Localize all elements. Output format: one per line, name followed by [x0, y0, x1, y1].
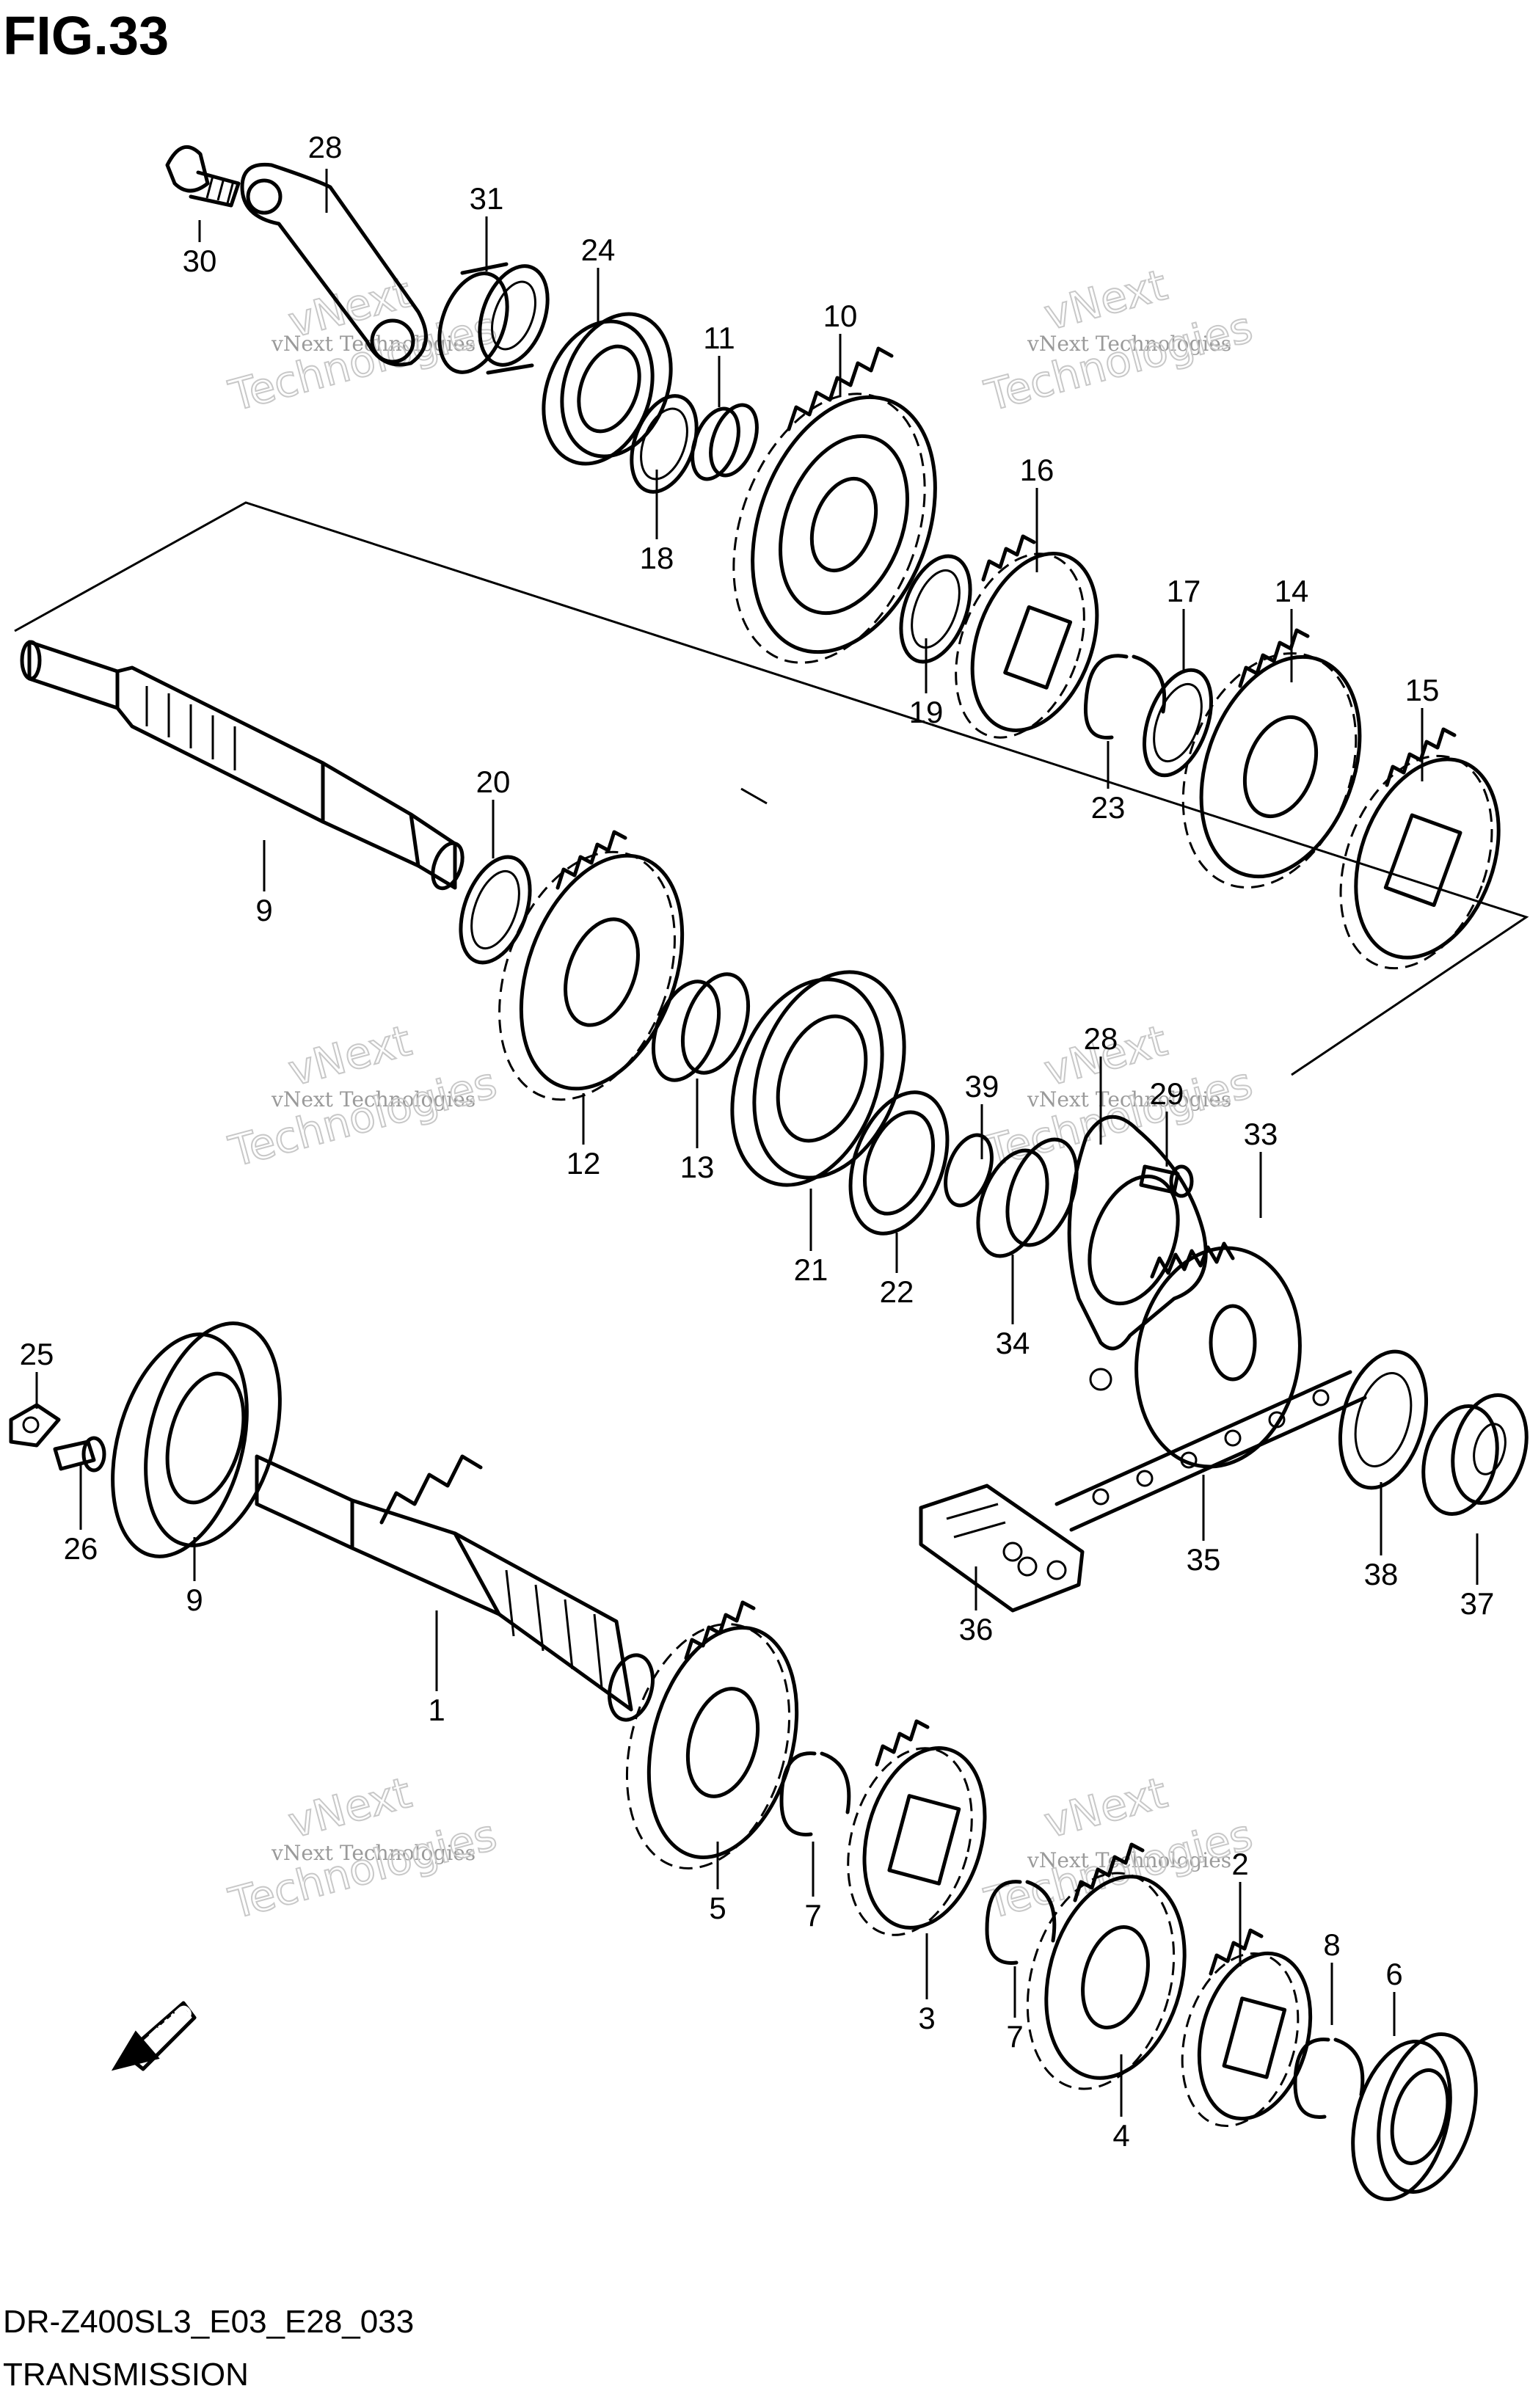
callout-28: 28: [1084, 1021, 1118, 1056]
part-9-bearing: [111, 1321, 282, 1558]
callout-24: 23: [1091, 790, 1126, 825]
part-38-lock-washer: [1338, 1349, 1429, 1490]
callout-30: 28: [308, 130, 343, 164]
part-36-chain-joint: [919, 1484, 1085, 1613]
callout-10: 9: [255, 893, 272, 927]
frame-break-mark: [740, 787, 768, 805]
callout-15: 14: [1275, 574, 1309, 608]
callout-9: 9: [186, 1583, 203, 1617]
part-25-bearing: [542, 312, 673, 466]
callout-1: 1: [428, 1693, 445, 1727]
callout-33: 33: [1244, 1117, 1278, 1151]
callout-26: 25: [20, 1337, 54, 1371]
callout-7-upper: 7: [804, 1898, 821, 1933]
callout-12: 11: [703, 321, 735, 355]
callout-19: 18: [640, 541, 674, 575]
part-29-bolt: [1139, 1164, 1194, 1198]
part-3-gear: [847, 1719, 987, 1936]
part-18-washer: [1142, 668, 1214, 778]
part-7-circlip-upper: [779, 1751, 851, 1836]
part-21-washer: [459, 855, 532, 965]
callout-32: 31: [470, 181, 504, 216]
callout-34: 34: [996, 1326, 1030, 1360]
callout-37: 37: [1460, 1586, 1495, 1621]
watermark-top-right: vNext Technologies vNext Technologies: [979, 259, 1258, 422]
model-code: DR-Z400SL3_E03_E28_033: [3, 2304, 415, 2340]
part-6-bearing: [1351, 2032, 1478, 2201]
watermark-group: vNext Technologies vNext Technologies vN…: [223, 259, 1258, 1930]
watermark-top-left: vNext Technologies vNext Technologies: [223, 266, 502, 422]
callout-4: 4: [1112, 2118, 1129, 2153]
part-33-drive-sprocket: [1134, 1241, 1302, 1469]
callout-35: 35: [1187, 1542, 1221, 1577]
fwd-label: FWD: [145, 1999, 199, 2051]
svg-text:vNext Technologies: vNext Technologies: [1027, 332, 1231, 356]
callout-25: 24: [581, 233, 616, 267]
callout-31: 30: [183, 244, 217, 278]
callout-13: 12: [567, 1146, 601, 1181]
callout-27: 26: [64, 1531, 98, 1566]
callout-17: 16: [1020, 453, 1054, 487]
callout-7-lower: 7: [1006, 2019, 1023, 2054]
part-14-bushing: [651, 972, 751, 1082]
svg-text:vNext Technologies: vNext Technologies: [271, 1841, 476, 1865]
callout-6: 6: [1385, 1957, 1402, 1991]
part-17-gear: [955, 534, 1099, 739]
part-27-screw: [53, 1436, 106, 1473]
callout-29: 29: [1150, 1076, 1184, 1111]
callout-23: 22: [880, 1274, 914, 1309]
part-28-sprocket-plate: [1067, 1114, 1208, 1391]
callout-20: 19: [909, 695, 944, 729]
part-11-gear: [732, 346, 937, 664]
part-23-oil-seal: [848, 1090, 950, 1236]
watermark-mid-left: vNext Technologies vNext Technologies: [223, 1015, 502, 1178]
section-name: TRANSMISSION: [3, 2357, 249, 2393]
callout-16: 15: [1405, 673, 1440, 707]
callout-36: 36: [959, 1612, 994, 1646]
part-4-gear: [1026, 1842, 1187, 2090]
callout-labels: 28 30 31 24 11 10 18 19 16 17 23 14 15 9…: [20, 130, 1495, 2153]
part-24-circlip: [1083, 654, 1167, 740]
part-1-mainshaft: [255, 1454, 655, 1722]
part-30-stopper-arm: [240, 162, 428, 367]
watermark-bottom-right: vNext Technologies vNext Technologies: [979, 1767, 1258, 1930]
callout-14: 13: [680, 1150, 715, 1184]
watermark-bottom-left: vNext Technologies vNext Technologies: [223, 1767, 502, 1930]
leader-lines: [35, 169, 1479, 2117]
part-5-gear: [625, 1600, 799, 1869]
part-31-screw: [165, 145, 241, 208]
callout-8: 8: [1323, 1927, 1340, 1962]
part-32-sleeve: [437, 262, 550, 375]
callout-39: 39: [965, 1069, 999, 1103]
callout-3: 3: [918, 2001, 935, 2035]
fwd-arrow-icon: FWD: [111, 1999, 199, 2071]
callout-18: 17: [1167, 574, 1201, 608]
callout-22: 21: [794, 1252, 828, 1287]
callout-5: 5: [709, 1891, 726, 1925]
countershaft-assembly-frame: [14, 501, 1529, 1076]
part-35-drive-chain: [1054, 1370, 1367, 1532]
part-7-circlip-lower: [985, 1880, 1057, 1965]
part-37-nut: [1421, 1393, 1529, 1517]
part-26-retainer: [9, 1403, 61, 1448]
figure-title: FIG.33: [3, 5, 170, 66]
part-12-bushing: [691, 403, 759, 481]
svg-text:vNext Technologies: vNext Technologies: [271, 1087, 476, 1112]
part-20-washer: [899, 554, 972, 664]
part-15-gear: [1181, 628, 1362, 889]
svg-text:vNext Technologies: vNext Technologies: [1027, 1087, 1231, 1112]
callout-11: 10: [823, 299, 858, 333]
part-22-bearing: [730, 970, 906, 1187]
part-16-gear: [1339, 727, 1501, 970]
callout-2: 2: [1231, 1847, 1248, 1881]
callout-21: 20: [476, 765, 511, 799]
part-2-gear: [1181, 1928, 1313, 2128]
callout-38: 38: [1364, 1557, 1399, 1591]
part-10-countershaft: [20, 640, 465, 891]
part-8-circlip: [1293, 2037, 1365, 2119]
